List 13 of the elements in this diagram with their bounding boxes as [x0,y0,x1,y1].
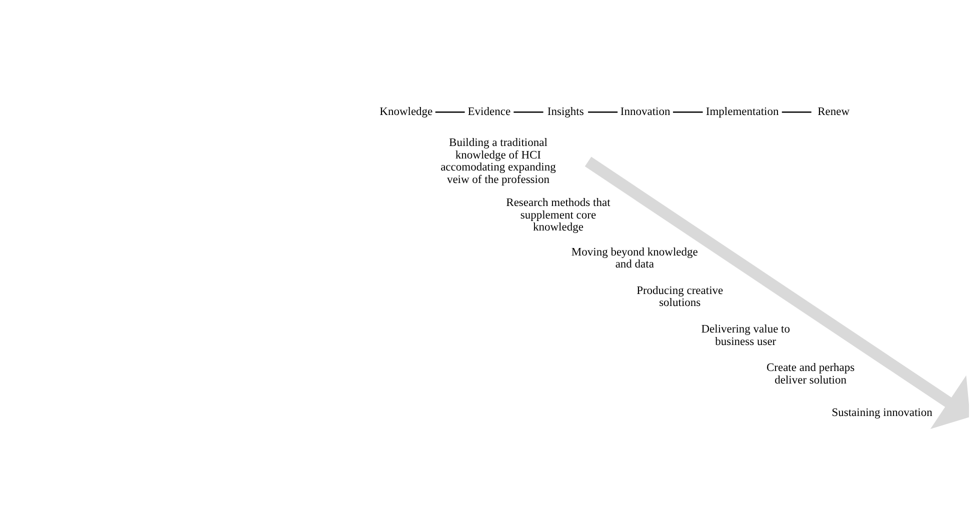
label: Research methods that supplement core knowledge [506,196,610,234]
label: Create and perhaps deliver solution [766,362,855,386]
label: Building a traditional knowledge of HCI accomodating expanding veiw of the profession [440,136,556,186]
node-text: Knowledge [380,106,433,118]
node-text: Implementation [706,106,779,118]
node-text: Evidence [468,106,511,118]
label: Moving beyond knowledge and data [571,246,698,270]
label: Delivering value to business user [701,323,790,348]
label: Sustaining innovation [832,406,932,418]
node-text: Innovation [620,106,670,118]
label: Producing creative solutions [636,284,724,309]
node-text: Insights [547,106,584,118]
node-text: Renew [818,106,850,118]
